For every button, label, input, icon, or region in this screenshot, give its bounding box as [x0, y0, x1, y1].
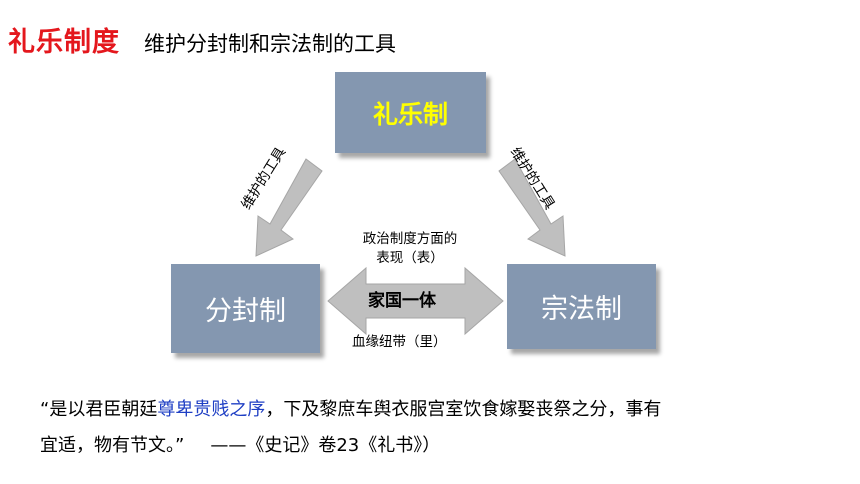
quote-part1: “是以君臣朝廷 [40, 399, 158, 420]
quote-highlight: 尊卑贵贱之序 [157, 399, 266, 420]
top-caption-line2: 表现（表） [376, 250, 444, 266]
page-title: 礼乐制度 [8, 27, 120, 58]
page-subtitle: 维护分封制和宗法制的工具 [144, 32, 396, 56]
top-caption: 政治制度方面的 表现（表） [345, 230, 475, 268]
top-box-liyue: 礼乐制 [335, 72, 486, 153]
quote-block: “是以君臣朝廷尊卑贵贱之序，下及黎庶车舆衣服宫室饮食嫁娶丧祭之分，事有 宜适，物… [40, 392, 830, 464]
quote-part2: ，下及黎庶车舆衣服宫室饮食嫁娶丧祭之分，事有 [265, 399, 662, 420]
double-horizontal-arrow [327, 266, 504, 336]
quote-line-2: 宜适，物有节文。” ——《史记》卷23《礼书》） [40, 428, 830, 464]
right-diagonal-arrow [498, 158, 566, 257]
left-diagonal-arrow [255, 158, 323, 257]
quote-source: ——《史记》卷23《礼书》） [210, 435, 441, 456]
top-caption-line1: 政治制度方面的 [362, 231, 458, 247]
quote-line2-text: 宜适，物有节文。” [40, 435, 185, 456]
quote-line-1: “是以君臣朝廷尊卑贵贱之序，下及黎庶车舆衣服宫室饮食嫁娶丧祭之分，事有 [40, 392, 830, 428]
bottom-caption: 血缘纽带（里） [352, 334, 447, 350]
left-box-fenfeng: 分封制 [171, 264, 320, 353]
right-box-zongfa: 宗法制 [507, 264, 656, 349]
center-label: 家国一体 [368, 291, 436, 311]
